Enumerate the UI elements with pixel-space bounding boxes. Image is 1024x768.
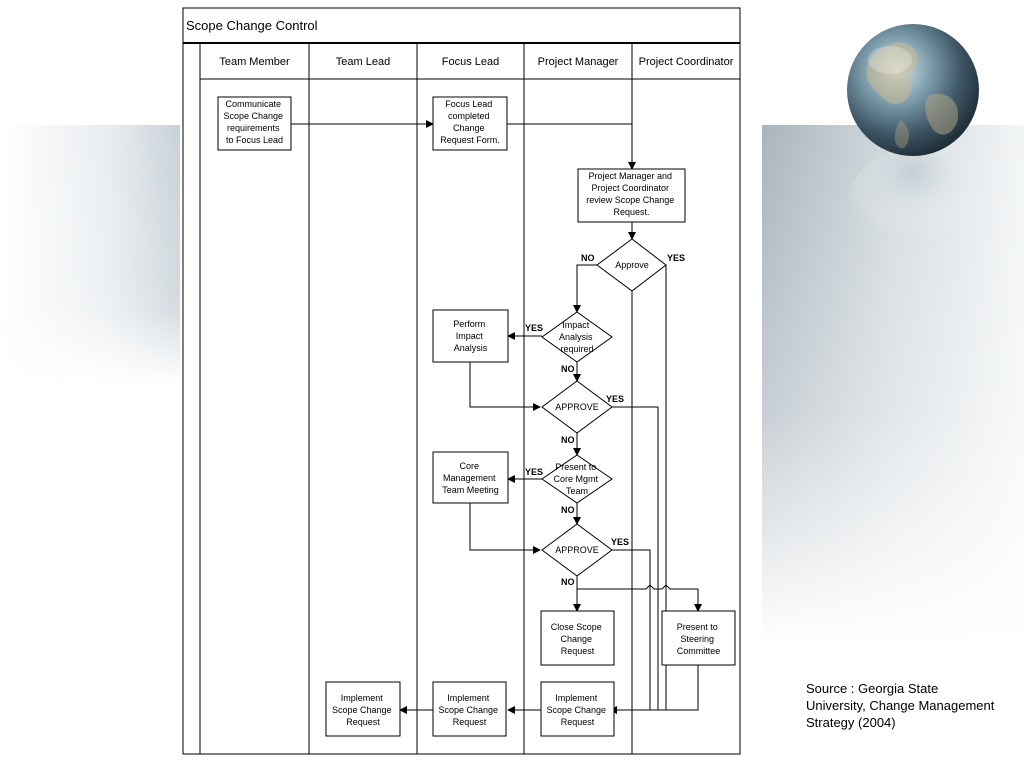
decision-approve-3: [541, 523, 613, 577]
box-change-request-form: [432, 96, 508, 151]
text-approve-3: APPROVE: [555, 545, 599, 555]
text-present-core: Present to Core Mgmt Team: [553, 462, 600, 496]
label-no-present: NO: [561, 505, 575, 515]
decision-impact-required: [541, 311, 613, 363]
text-close: Close Scope Change Request: [551, 622, 605, 656]
text-impact-required: Impact Analysis required: [559, 320, 595, 354]
box-implement-team-member: [325, 681, 401, 737]
text-implement-fl: Implement Scope Change Request: [438, 693, 500, 727]
text-implement-pm: Implement Scope Change Request: [546, 693, 608, 727]
label-yes-approve-3: YES: [611, 537, 629, 547]
decision-approve-1: [596, 238, 667, 292]
label-no-approve-2: NO: [561, 435, 575, 445]
box-close-request: [540, 610, 615, 666]
text-steering: Present to Steering Committee: [677, 622, 721, 656]
decision-approve-2: [541, 380, 613, 434]
globe-icon: [847, 24, 979, 156]
text-approve-2: APPROVE: [555, 402, 599, 412]
box-impact-analysis: [432, 309, 509, 363]
label-yes-present: YES: [525, 467, 543, 477]
box-communicate-requirements: [217, 96, 292, 151]
label-yes-impact: YES: [525, 323, 543, 333]
diagram-title: Scope Change Control: [186, 18, 318, 33]
lane-header-focus-lead: Focus Lead: [442, 56, 499, 68]
label-no-impact: NO: [561, 364, 575, 374]
lane-header-project-coordinator: Project Coordinator: [639, 56, 734, 68]
text-approve-1: Approve: [615, 260, 649, 270]
box-steering-committee: [661, 610, 736, 666]
text-core-meeting: Core Management Team Meeting: [442, 461, 499, 495]
box-review-request: [577, 168, 686, 223]
label-yes-approve-1: YES: [667, 253, 685, 263]
globe-reflection: [847, 150, 979, 260]
text-review: Project Manager and Project Coordinator …: [586, 171, 677, 217]
label-yes-approve-2: YES: [606, 394, 624, 404]
label-no-approve-1: NO: [581, 253, 595, 263]
text-impact-analysis: Perform Impact Analysis: [453, 319, 488, 353]
decision-present-core: [541, 454, 613, 504]
label-no-approve-3: NO: [561, 577, 575, 587]
lane-header-team-member: Team Member: [219, 56, 290, 68]
text-communicate: Communicate Scope Change requirements to…: [223, 99, 285, 145]
text-focus-form: Focus Lead completed Change Request Form…: [440, 99, 500, 145]
box-core-mgmt-meeting: [432, 451, 509, 504]
lane-header-team-lead: Team Lead: [336, 56, 390, 68]
text-implement-tm: Implement Scope Change Request: [332, 693, 394, 727]
box-implement-focus-lead: [432, 681, 507, 737]
box-implement-pm: [540, 681, 615, 737]
lane-header-project-manager: Project Manager: [538, 56, 619, 68]
source-citation: Source : Georgia State University, Chang…: [806, 681, 995, 730]
